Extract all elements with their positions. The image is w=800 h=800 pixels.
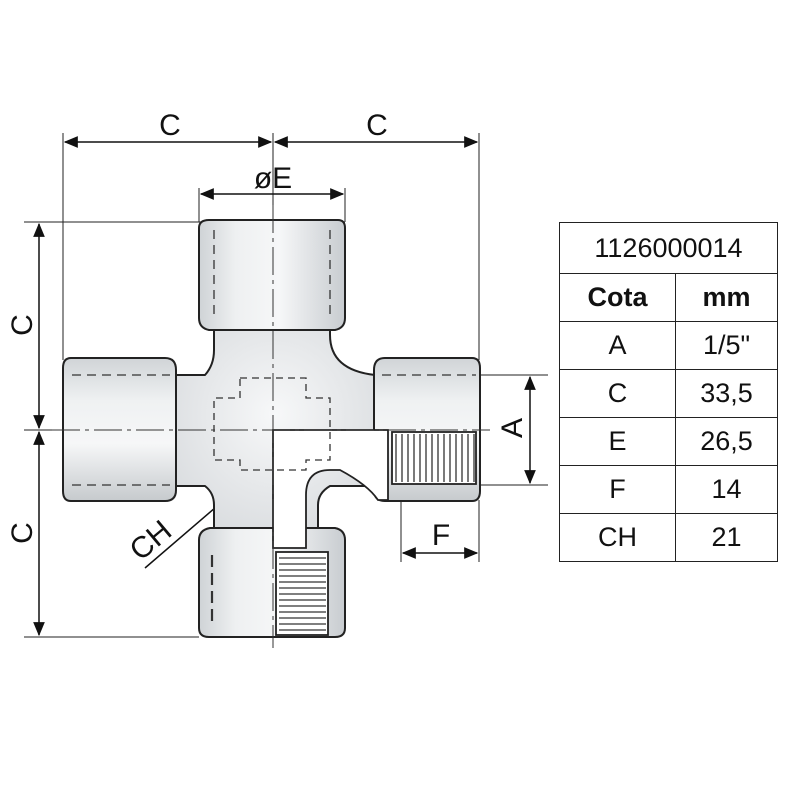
header-cota: Cota [558, 273, 677, 322]
dim-label-c-left-upper: C [6, 314, 39, 336]
spec-table: 1126000014 Cota mm A 1/5" C 33,5 E 26,5 … [558, 222, 778, 562]
dim-label-c-top-right: C [366, 109, 388, 142]
dim-label-ch: CH [124, 514, 178, 567]
fitting-port-top [198, 219, 346, 331]
table-row: A 1/5" [558, 321, 778, 370]
dim-label-c-top-left: C [159, 109, 181, 142]
header-mm: mm [675, 273, 778, 322]
cota-cell: A [558, 321, 677, 370]
thread-hatching [279, 434, 475, 631]
mm-cell: 21 [675, 513, 778, 562]
table-row: C 33,5 [558, 369, 778, 418]
cota-cell: F [558, 465, 677, 514]
dim-label-c-left-lower: C [6, 522, 39, 544]
table-row: F 14 [558, 465, 778, 514]
spec-table-header-row: Cota mm [558, 273, 778, 322]
dimension-lines [33, 136, 536, 637]
dim-label-f: F [432, 519, 450, 552]
hidden-lines [72, 230, 476, 625]
product-code: 1126000014 [559, 222, 778, 274]
cota-cell: E [558, 417, 677, 466]
cota-cell: C [558, 369, 677, 418]
dim-label-e: øE [254, 162, 292, 195]
mm-cell: 33,5 [675, 369, 778, 418]
spec-table-code-row: 1126000014 [559, 222, 778, 274]
center-lines [52, 205, 490, 648]
table-row: E 26,5 [558, 417, 778, 466]
cota-cell: CH [558, 513, 677, 562]
mm-cell: 1/5" [675, 321, 778, 370]
table-row: CH 21 [558, 513, 778, 562]
dim-label-a: A [496, 418, 529, 438]
mm-cell: 14 [675, 465, 778, 514]
mm-cell: 26,5 [675, 417, 778, 466]
cross-fitting [62, 219, 481, 638]
